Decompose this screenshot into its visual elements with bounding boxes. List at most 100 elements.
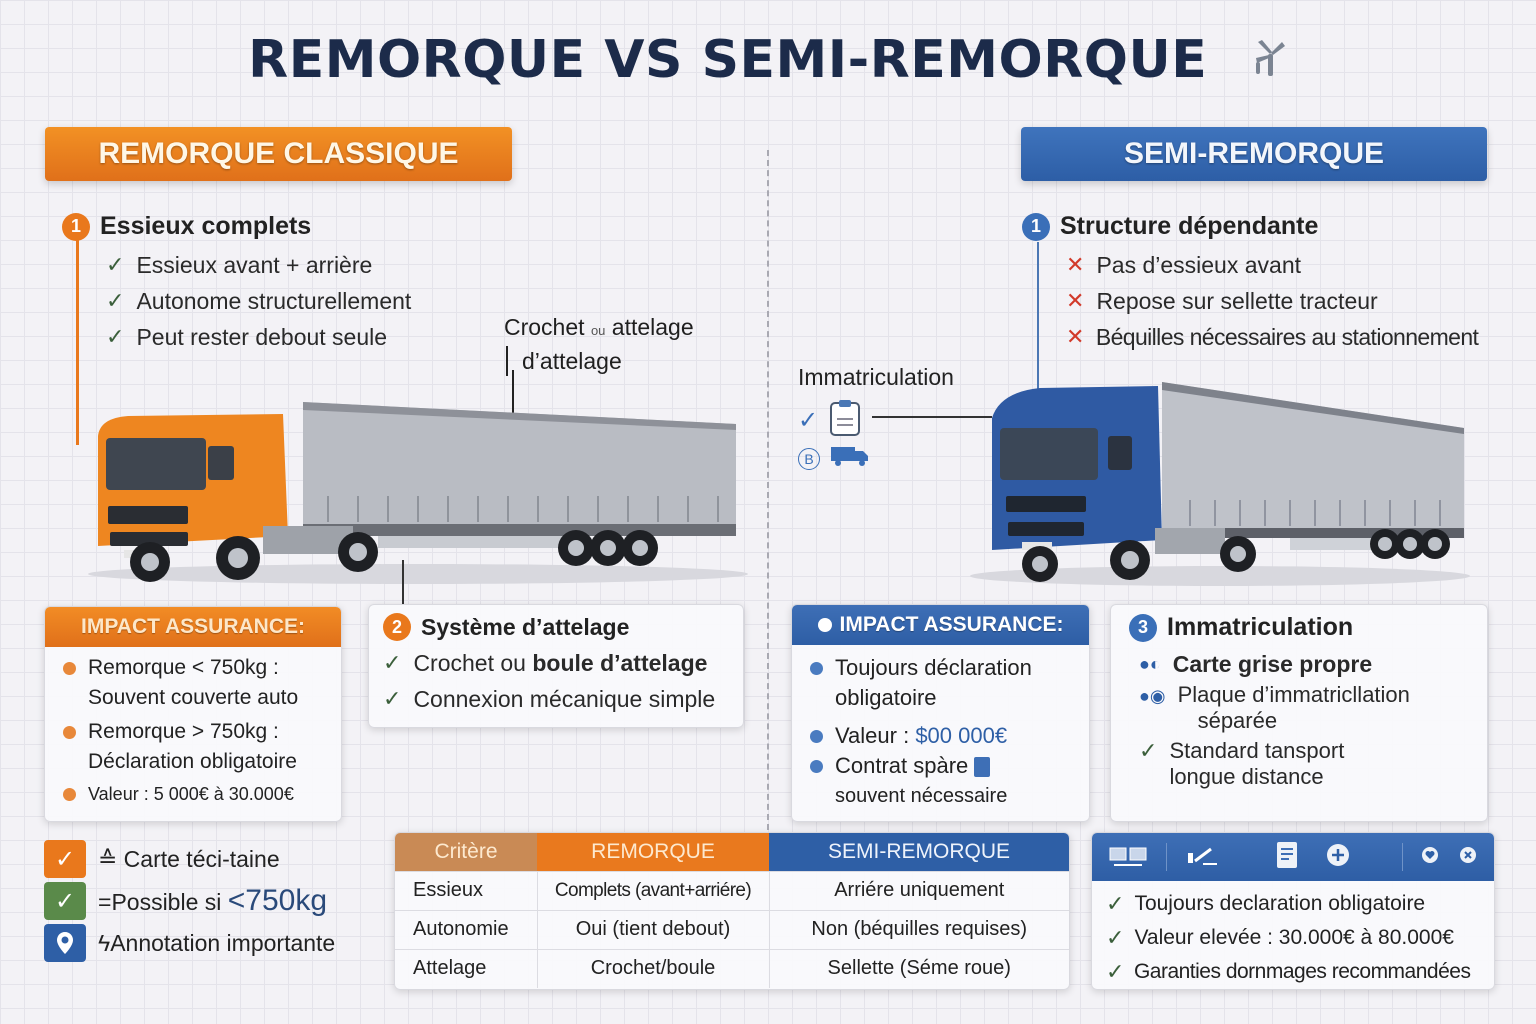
left-feature-essieux: 1 Essieux complets ✓Essieux avant + arri… [62,212,411,355]
table-cell: Essieux [395,870,538,910]
list-item: ✓Toujours declaration obligatoire [1106,887,1480,921]
check-icon: ✓ [44,882,86,920]
list-item: ✓Valeur elevée : 30.000€ à 80.000€ [1106,921,1480,955]
document-icon [1275,840,1303,875]
ramp-icon [1185,843,1219,872]
number-badge: 1 [62,212,90,241]
list-item: Valeur : 5 000€ à 30.000€ [63,779,327,809]
item-text: Valeur : 5 000€ à 30.000€ [88,784,294,804]
list-item: Remorque < 750kg :Souvent couverte auto [63,653,327,713]
column-header: SEMI-REMORQUE [769,833,1069,871]
callout-text: attelage [611,314,694,340]
item-text: Contrat spàre [835,753,969,778]
item-text: longue distance [1169,764,1324,789]
separator [1166,843,1167,871]
item-text: Repose sur sellette tracteur [1096,287,1378,314]
item-text: Valeur : [835,723,916,748]
list-item: Valeur : $00 000€ [810,721,1075,751]
cross-icon: ✕ [1066,288,1085,313]
bullet-icon [810,760,823,773]
list-item: ✕ Béquilles nécessaires au stationnement [1066,319,1479,355]
table-cell: Sellette (Séme roue) [769,948,1069,988]
summary-icon-bar [1092,833,1494,881]
table-cell: Non (béquilles requises) [769,909,1069,949]
feature-heading: 1 Essieux complets [62,212,411,241]
legend-text: Carte téci-taine [123,845,280,872]
list-item: ✓ Connexion mécanique simple [383,681,729,717]
right-feature-immatriculation-card: 3 Immatriculation ●◐Carte grise propre ●… [1110,604,1488,822]
summary-list: ✓Toujours declaration obligatoire ✓Valeu… [1092,881,1494,995]
table-header-row: Critère REMORQUE SEMI-REMORQUE [395,833,1069,871]
list-item: Remorque > 750kg :Déclaration obligatoir… [63,717,327,777]
card-heading: IMPACT ASSURANCE: [81,615,305,638]
heart-icon [1420,845,1440,870]
table-cell: Arriére uniquement [769,870,1069,910]
feature-list: ✓Crochet ou boule d’attelage ✓Connexion … [383,645,729,717]
callout-text: d’attelage [522,348,622,374]
feature-heading: 3 Immatriculation [1129,613,1469,642]
column-header: REMORQUE [537,833,769,871]
banner-label: REMORQUE CLASSIQUE [98,137,459,170]
legend: ✓ ≙ Carte téci-taine ✓ =Possible si <750… [44,838,335,964]
list-item: ✓Autonome structurellement [106,283,411,319]
b-circle-icon: B [798,447,820,470]
table-cell: Autonomie [395,909,538,949]
item-text: Peut rester debout seule [136,323,388,350]
bullet-icon [63,788,76,801]
callout-small: ou [590,323,606,338]
add-circle-icon [1321,842,1351,873]
table-cell: Oui (tient debout) [537,909,770,949]
item-text: Remorque < 750kg : [88,656,279,679]
list-item: ✓ Garanties dornmages recommandées [1106,955,1480,989]
list-item: Contrat spàre souvent nécessaire [810,751,1075,811]
check-icon: ✓ [383,650,402,675]
check-icon: ✓ [1106,891,1125,916]
separator [1401,843,1402,871]
item-text: Connexion mécanique simple [413,685,716,712]
legend-item: ϟAnnotation importante [44,922,335,964]
check-icon: ✓ [798,407,819,434]
legend-prefix: = [98,889,112,915]
feature-list: ●◐Carte grise propre ●◉Plaque d’immatric… [1129,646,1469,790]
item-text: Autonome structurellement [136,287,412,314]
banner-label: SEMI-REMORQUE [1123,137,1384,170]
legend-text: Possible si [111,889,228,915]
cross-icon: ✕ [1066,324,1084,349]
connector-line [76,240,79,445]
check-icon: ✓ [1106,959,1124,984]
feature-list: ✕ Pas d’essieux avant ✕ Repose sur sellett… [1066,247,1479,355]
item-text: Pas d’essieux avant [1096,251,1302,278]
circle-icon [817,618,832,632]
item-text: Plaque d’immatricllation [1177,682,1410,707]
legend-highlight: <750kg [227,884,328,917]
check-badge-icon: ●◉ [1139,686,1166,706]
legend-text: Annotation importante [110,929,336,956]
item-text: obligatoire [835,685,937,710]
feature-heading-text: Essieux complets [100,212,312,240]
center-divider [767,150,769,830]
right-feature-structure: 1 Structure dépendante ✕Pas d’essieux av… [1022,212,1479,355]
item-text: Béquilles nécessaires au stationnement [1095,323,1479,350]
feature-heading-text: Structure dépendante [1060,212,1319,240]
list-item: ✓ Peut rester debout seule [106,319,411,355]
arrow-line [872,415,993,418]
title-text: REMORQUE VS SEMI-REMORQUE [248,30,1208,90]
legend-item: ✓ ≙ Carte téci-taine [44,838,335,880]
callout-text: Crochet [504,314,585,340]
item-text: Crochet ou [413,649,533,676]
item-text: Garanties dornmages recommandées [1133,960,1471,983]
blue-truck-image [970,378,1470,593]
feature-list: ✓Essieux avant + arrière ✓Autonome struc… [106,247,411,355]
table-cell: Crochet/boule [537,948,770,988]
check-icon: ✓ [44,840,86,878]
check-icon: ✓ [106,324,125,349]
value-text: $00 000€ [915,723,1008,748]
truck-icon [830,444,870,473]
summary-card: ✓Toujours declaration obligatoire ✓Valeu… [1091,832,1495,990]
semi-remorque-banner: SEMI-REMORQUE [1021,127,1487,181]
card-header: IMPACT ASSURANCE: [45,607,341,647]
check-icon: ✓ [383,686,402,711]
card-header: IMPACT ASSURANCE: [792,605,1089,645]
left-feature-attelage-card: 2 Système d’attelage ✓Crochet ou boule d… [368,604,744,728]
